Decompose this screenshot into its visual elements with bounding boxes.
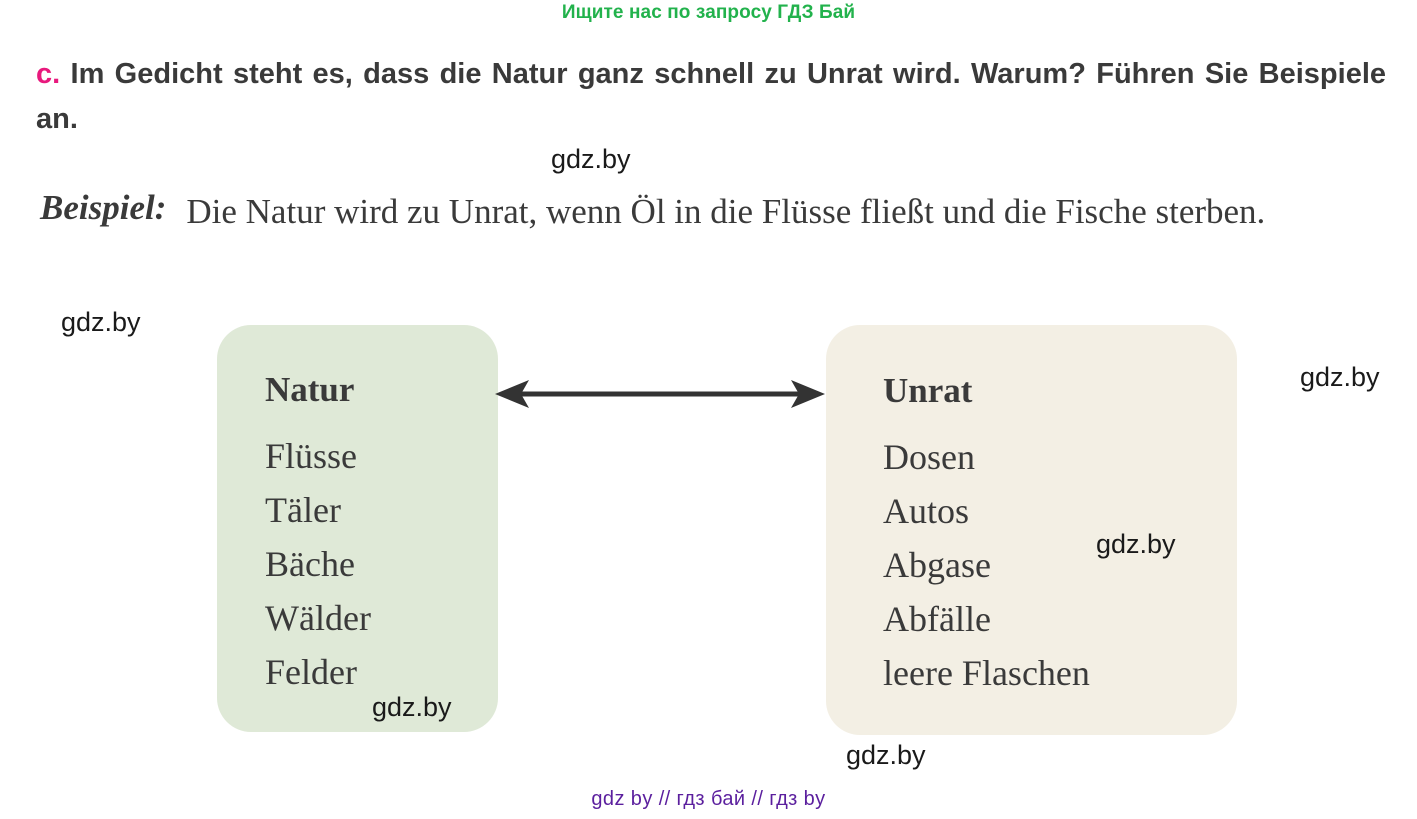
example-sentence: Die Natur wird zu Unrat, wenn Öl in die … [186, 192, 1266, 231]
example-block: Beispiel: Die Natur wird zu Unrat, wenn … [40, 185, 1400, 239]
footer-watermark: gdz by // гдз бай // гдз by [591, 788, 826, 810]
concept-box-unrat-list: Dosen Autos Abgase Abfälle leere Flasche… [883, 430, 1237, 700]
task-question-text: Im Gedicht steht es, dass die Natur ganz… [36, 58, 1387, 136]
example-label: Beispiel: [40, 188, 167, 227]
task-heading: c. Im Gedicht steht es, dass die Natur g… [36, 52, 1386, 142]
concept-box-natur-list: Flüsse Täler Bäche Wälder Felder [265, 429, 498, 699]
watermark: gdz.by [1300, 362, 1380, 392]
concept-box-natur: Natur Flüsse Täler Bäche Wälder Felder [217, 325, 498, 732]
concept-box-unrat-title: Unrat [883, 371, 973, 410]
list-item: Wälder [265, 598, 371, 638]
watermark: gdz.by [1096, 529, 1176, 559]
list-item: Dosen [883, 437, 975, 477]
watermark: gdz.by [61, 307, 141, 337]
list-item: leere Flaschen [883, 653, 1090, 693]
list-item: Bäche [265, 544, 355, 584]
task-marker-letter: c. [36, 58, 61, 90]
list-item: Abgase [883, 545, 991, 585]
example-row: Beispiel: Die Natur wird zu Unrat, wenn … [40, 185, 1400, 239]
list-item: Abfälle [883, 599, 991, 639]
watermark: gdz.by [372, 692, 452, 722]
double-headed-arrow-icon [495, 380, 825, 408]
list-item: Täler [265, 490, 341, 530]
concept-box-natur-title: Natur [265, 370, 355, 409]
list-item: Flüsse [265, 436, 358, 476]
promo-banner-text: Ищите нас по запросу ГДЗ Бай [561, 2, 856, 23]
list-item: Felder [265, 652, 357, 692]
watermark: gdz.by [551, 144, 631, 174]
watermark: gdz.by [846, 740, 926, 770]
list-item: Autos [883, 491, 970, 531]
